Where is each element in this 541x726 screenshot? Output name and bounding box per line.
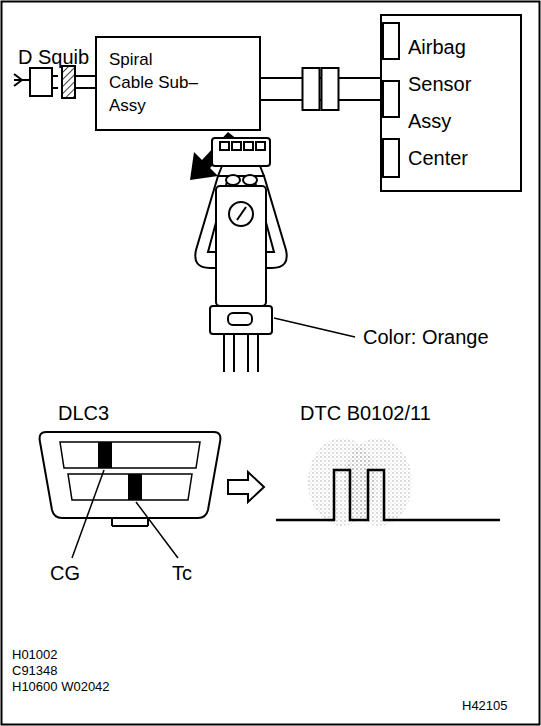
- connector-tab: [382, 80, 400, 118]
- figure-code: H01002: [12, 648, 58, 663]
- hollow-arrow: [228, 472, 264, 502]
- code-name: DTC B0102/11: [300, 402, 431, 425]
- leader-line: [72, 470, 104, 558]
- tc-pin: [128, 474, 142, 500]
- blink-waveform: [276, 438, 500, 526]
- connector-name: DLC3: [58, 402, 109, 425]
- connector-tab: [382, 22, 400, 60]
- dlc3-connector: [40, 432, 221, 526]
- part-name: D Squib: [18, 46, 89, 69]
- squib-connector: [14, 66, 95, 98]
- harness-connector: [261, 68, 380, 110]
- cg-pin: [98, 442, 112, 468]
- connector-tab: [382, 138, 400, 178]
- component-name: Spiral Cable Sub–Assy: [109, 49, 199, 118]
- figure-code: C91348: [12, 664, 58, 679]
- component-box: Spiral Cable Sub–Assy: [95, 36, 261, 131]
- figure-code: H10600 W02042: [12, 680, 110, 695]
- airbag-connector: [195, 138, 355, 372]
- pin-name: Tc: [172, 562, 192, 585]
- leader-line: [136, 502, 178, 558]
- pin-name: CG: [50, 562, 80, 585]
- color-note: Color: Orange: [363, 326, 489, 349]
- figure-code: H42105: [462, 699, 508, 714]
- component-box: Airbag Sensor Assy Center: [380, 14, 522, 192]
- component-name: Airbag Sensor Assy Center: [408, 29, 500, 177]
